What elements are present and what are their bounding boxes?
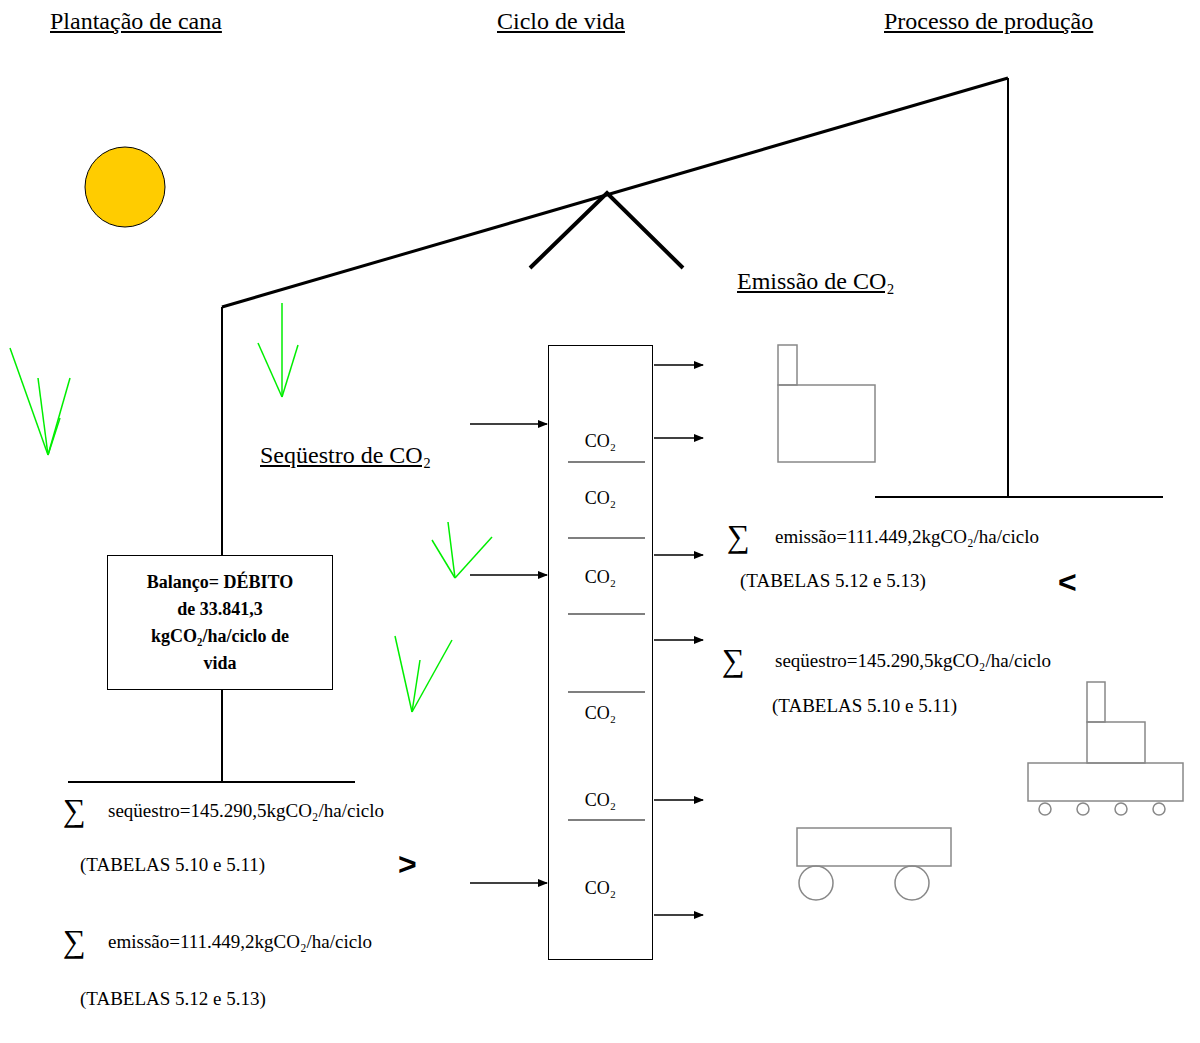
sum-value: seqüestro=145.290,5kgCO₂/ha/ciclo — [108, 800, 384, 822]
section-header: Ciclo de vida — [497, 8, 625, 36]
comparison-sign: < — [1058, 564, 1077, 601]
co2-column: CO₂ CO₂ CO₂ CO₂ CO₂ CO₂ — [548, 345, 653, 960]
sum-symbol: ∑ — [722, 642, 745, 679]
tractor-icon — [1028, 682, 1183, 815]
sum-value: seqüestro=145.290,5kgCO₂/ha/ciclo — [775, 650, 1051, 672]
sum-value: emissão=111.449,2kgCO₂/ha/ciclo — [775, 526, 1039, 548]
flow-arrow — [470, 365, 703, 915]
comparison-sign: > — [398, 846, 417, 883]
co2-text: CO₂ — [549, 430, 652, 452]
wagon-icon — [797, 828, 951, 900]
flow-heading: Seqüestro de CO₂ — [260, 442, 431, 470]
table-reference: (TABELAS 5.10 e 5.11) — [772, 695, 957, 717]
section-header: Plantação de cana — [50, 8, 222, 36]
co2-text: CO₂ — [549, 789, 652, 811]
co2-text: CO₂ — [549, 702, 652, 724]
factory-icon — [778, 345, 875, 462]
column-divider — [568, 462, 645, 820]
co2-text: CO₂ — [549, 487, 652, 509]
sum-symbol: ∑ — [727, 518, 750, 555]
table-reference: (TABELAS 5.12 e 5.13) — [80, 988, 266, 1010]
balance-text: Balanço= DÉBITO de 33.841,3 kgCO₂/ha/cic… — [145, 569, 295, 677]
balance-scale — [68, 78, 1163, 782]
sum-symbol: ∑ — [63, 792, 86, 829]
balance-box: Balanço= DÉBITO de 33.841,3 kgCO₂/ha/cic… — [107, 555, 333, 690]
sum-value: emissão=111.449,2kgCO₂/ha/ciclo — [108, 931, 372, 953]
table-reference: (TABELAS 5.12 e 5.13) — [740, 570, 926, 592]
cane-plant — [10, 303, 492, 712]
co2-text: CO₂ — [549, 566, 652, 588]
sum-symbol: ∑ — [63, 923, 86, 960]
section-header: Processo de produção — [884, 8, 1093, 36]
flow-heading: Emissão de CO₂ — [737, 268, 895, 296]
sun-symbol — [85, 147, 165, 227]
co2-text: CO₂ — [549, 877, 652, 899]
table-reference: (TABELAS 5.10 e 5.11) — [80, 854, 265, 876]
